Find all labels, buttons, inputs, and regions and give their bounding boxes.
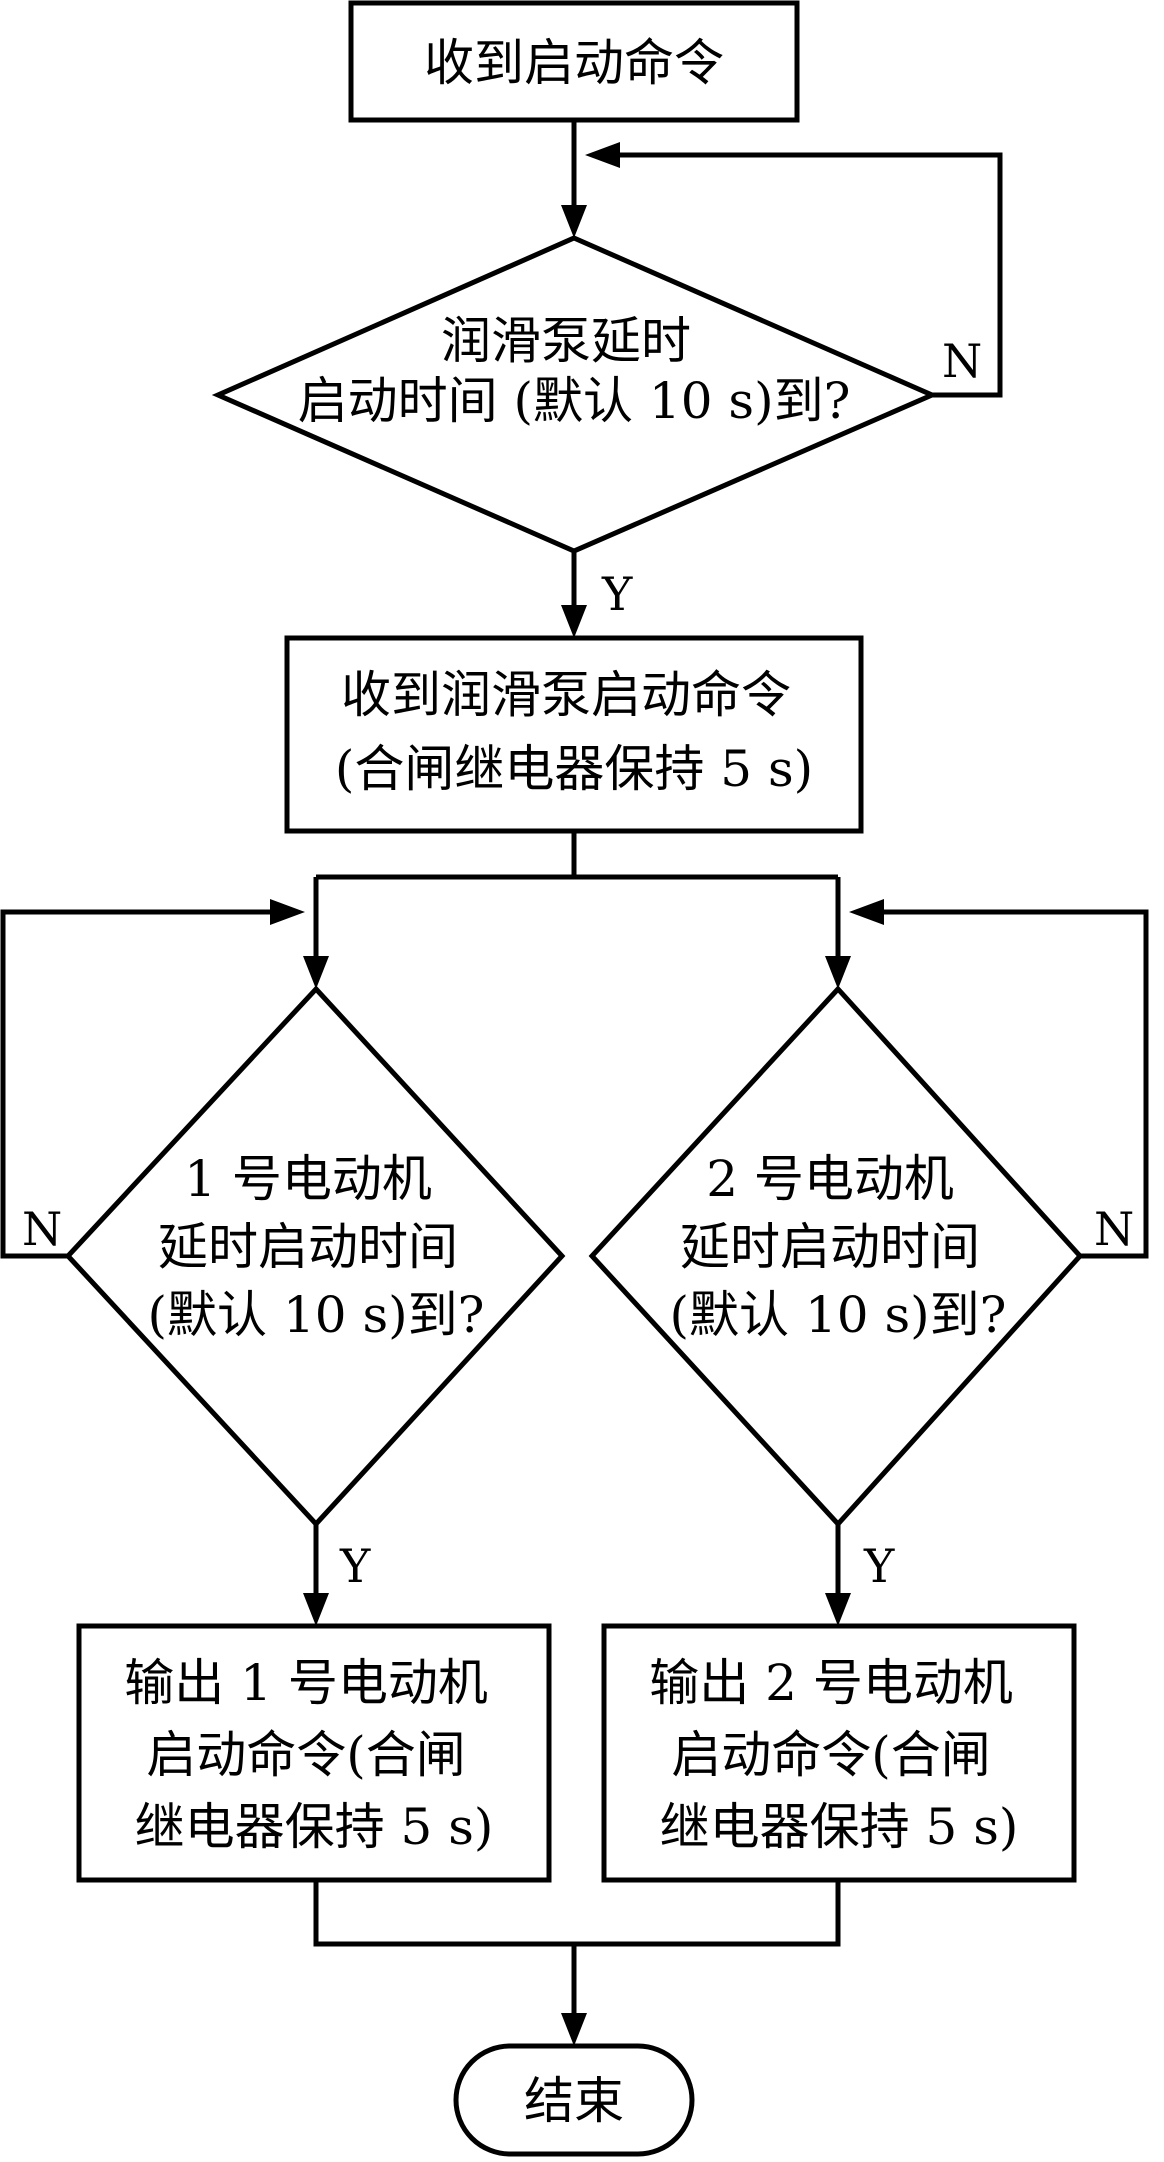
end-terminator (453, 2043, 695, 2157)
arrowhead (303, 1593, 329, 1626)
motor1-output-label: 输出 1 号电动机 启动命令(合闸 继电器保持 5 s) (124, 1654, 504, 1856)
arrowhead (849, 899, 884, 925)
arrowhead (270, 899, 305, 925)
start-label: 收到启动命令 (424, 34, 724, 92)
pump-yes-label: Y (601, 567, 633, 621)
motor2-no-label: N (1094, 1202, 1134, 1256)
end-label: 结束 (524, 2072, 624, 2130)
edge-motor1-no-loop (0, 909, 270, 1259)
pump-start-command-box (284, 635, 864, 834)
pump-start-command-label: 收到润滑泵启动命令 (合闸继电器保持 5 s) (335, 666, 813, 798)
edge-motor2-no-loop (884, 909, 1149, 1259)
motor1-no-label: N (22, 1202, 62, 1256)
motor1-delay-decision-label: 1 号电动机 延时启动时间 (默认 10 s)到? (148, 1150, 485, 1344)
arrowhead (561, 2013, 587, 2046)
motor2-output-box (601, 1623, 1077, 1883)
arrowhead (561, 205, 587, 238)
pump-no-label: N (942, 334, 982, 388)
motor2-delay-decision-label: 2 号电动机 延时启动时间 (默认 10 s)到? (670, 1150, 1007, 1344)
pump-delay-decision (211, 235, 939, 554)
motor2-yes-label: Y (863, 1539, 895, 1593)
edge-merge (313, 1880, 841, 1947)
arrowhead (825, 1593, 851, 1626)
arrowhead (585, 142, 620, 168)
start-process-box (348, 0, 800, 123)
motor2-output-label: 输出 2 号电动机 启动命令(合闸 继电器保持 5 s) (649, 1654, 1029, 1856)
edge-pump-no-loop (620, 152, 1003, 398)
motor1-yes-label: Y (339, 1539, 371, 1593)
motor2-delay-decision (588, 985, 1084, 1528)
motor1-delay-decision (64, 985, 566, 1528)
arrowhead (303, 956, 329, 989)
arrowhead (825, 956, 851, 989)
motor1-output-box (76, 1623, 552, 1883)
arrowhead (561, 605, 587, 638)
pump-delay-decision-label: 润滑泵延时 启动时间 (默认 10 s)到? (298, 312, 851, 430)
